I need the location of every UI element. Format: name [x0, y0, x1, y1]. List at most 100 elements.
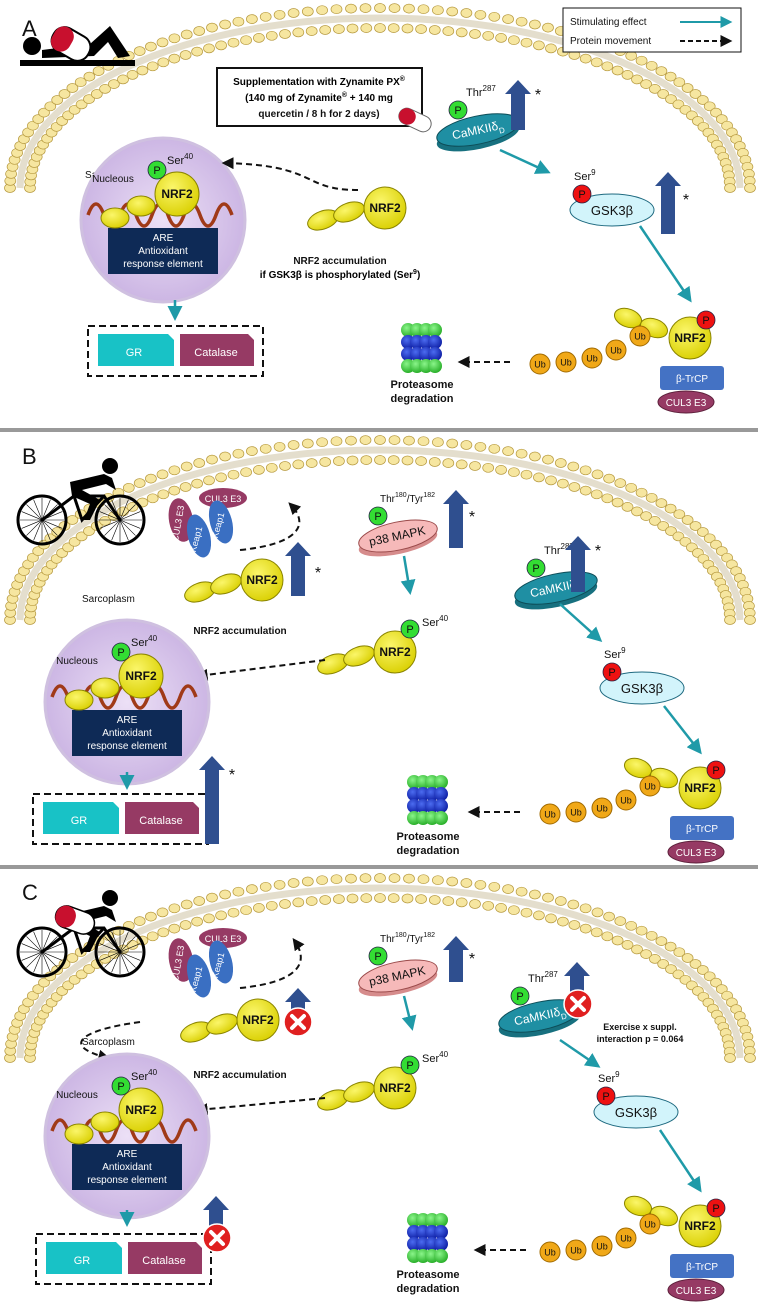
nrf2-core [118, 1087, 164, 1133]
lipid-head [631, 944, 643, 955]
lipid-head [133, 916, 146, 926]
lipid-head [649, 954, 661, 964]
catalase-block [180, 334, 254, 366]
lipid-tails [16, 14, 744, 189]
lipid-head [179, 50, 192, 60]
lipid-head [529, 19, 541, 30]
significance-star: * [315, 565, 321, 582]
ubiquitin-label: Ub [586, 354, 598, 364]
lipid-head [157, 489, 170, 500]
lipid-head [601, 931, 614, 942]
lipid-head [621, 70, 634, 80]
lipid-head [495, 465, 507, 475]
lipid-head [724, 183, 736, 193]
nrf2-accumulated: NRF2 [184, 558, 284, 603]
lipid-head [287, 878, 300, 888]
lipid-head [122, 482, 135, 493]
site-label-main: Ser [604, 649, 621, 661]
lipid-head [345, 435, 357, 446]
ubiquitin-label: Ub [610, 346, 622, 356]
lipid-tails [16, 884, 744, 1059]
lipid-head [649, 516, 661, 526]
lipid-head [359, 873, 372, 883]
lipid-head [58, 89, 71, 99]
lipid-head [681, 953, 694, 963]
enzyme-increase-arrow [199, 756, 225, 844]
lipid-head [724, 1053, 736, 1063]
proteasome-subunit [428, 359, 442, 373]
lipid-head [374, 23, 386, 33]
lipid-head [168, 465, 181, 476]
site-label-main: Ser [574, 171, 591, 183]
camk-to-gsk-arrow [559, 603, 603, 643]
lipid-head [455, 459, 468, 470]
lipid-head [273, 441, 286, 452]
lipid-head [374, 435, 386, 445]
cyclist-body [70, 474, 116, 520]
lipid-head [259, 11, 272, 22]
phospho-degron-circle [696, 310, 716, 330]
phospho-ser40: P [400, 1055, 420, 1075]
nrf2-core [236, 998, 280, 1042]
gsk3b-label: GSK3β [615, 1105, 657, 1120]
camkii-increase-arrow [505, 80, 531, 130]
p38-site-part: 180 [395, 932, 407, 939]
phospho-ser40-circle [400, 1055, 420, 1075]
proteasome-subunit [434, 1213, 448, 1227]
nrf2-label: NRF2 [684, 1219, 716, 1233]
phospho-p38: P [368, 506, 388, 526]
lipid-head [455, 27, 468, 38]
lipid-head [180, 899, 193, 910]
bike-wheel [16, 926, 68, 978]
ubiquitin-label: Ub [544, 810, 556, 820]
lipid-head [133, 46, 146, 56]
lipid-head [265, 30, 278, 41]
nrf2-domain [64, 689, 94, 711]
lipid-head [567, 899, 580, 910]
lipid-head [542, 454, 554, 465]
ser9-label: Ser9 [598, 1070, 620, 1085]
lipid-head [568, 482, 581, 492]
lipid-head [533, 472, 545, 483]
lipid-head [417, 874, 430, 885]
nrf2-label: NRF2 [242, 1013, 274, 1027]
lipid-head [446, 6, 459, 17]
cul3-label: CUL3 E3 [205, 494, 242, 504]
lipid-head [319, 25, 332, 35]
lipid-head [253, 903, 265, 913]
phospho-label: P [374, 511, 381, 523]
lipid-head [696, 95, 709, 105]
lipid-head [415, 456, 427, 466]
keap1-block [208, 500, 234, 544]
lipid-head [359, 3, 372, 13]
lipid-head [330, 4, 343, 15]
btrcp-label: β-TrCP [686, 824, 718, 835]
lipid-head [611, 65, 624, 76]
panel-letter: C [22, 880, 38, 905]
lipid-head [99, 516, 111, 526]
lipid-head [219, 889, 231, 900]
lipid-head [305, 26, 318, 36]
lipid-head [557, 916, 569, 927]
lipid-head [179, 920, 192, 930]
significance-star: * [469, 509, 475, 526]
keap1-block [186, 514, 212, 558]
site-label-sup: 9 [615, 1070, 620, 1079]
proteasome-label: degradation [391, 393, 454, 405]
lipid-head [206, 892, 218, 903]
lipid-head [542, 22, 554, 33]
lipid-head [744, 1053, 756, 1063]
lipid-head [32, 546, 45, 556]
gsk3b-body [599, 671, 685, 705]
lipid-head [542, 892, 554, 903]
lipid-tails [16, 446, 744, 621]
proteasome-subunit [434, 775, 448, 789]
lipid-head [51, 95, 64, 105]
lipid-head [126, 70, 139, 80]
lipid-head [215, 472, 227, 483]
lipid-head [515, 16, 528, 27]
lipid-head [482, 30, 495, 41]
lipid-head [529, 451, 541, 462]
btrcp-label: β-TrCP [686, 1262, 718, 1273]
